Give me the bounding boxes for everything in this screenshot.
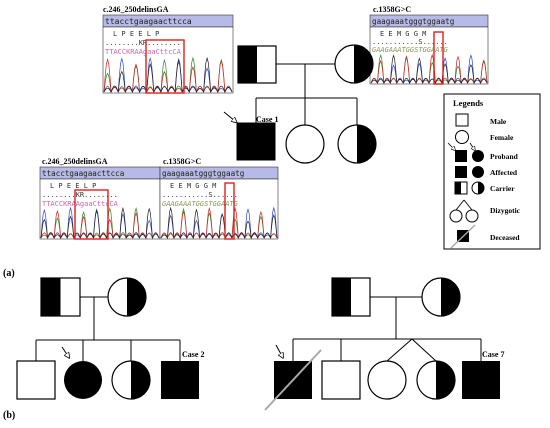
- consensus-dots: ........KR........: [105, 39, 181, 47]
- son-unaffected: [16, 360, 56, 400]
- trace-line: [40, 206, 160, 240]
- sibling-female-carrier: [337, 124, 377, 164]
- legend-male-icon: [455, 113, 469, 127]
- amino-acids: L P E E L P: [113, 30, 159, 38]
- consensus-dots: ...........S......: [372, 38, 448, 46]
- reference-sequence: gaagaaatgggtggaatg: [372, 17, 454, 26]
- legend-item-carrier: Carrier: [490, 184, 515, 193]
- panel-label-a: (a): [3, 268, 15, 279]
- mother-carrier: [334, 44, 374, 84]
- chromatogram-top-right: c.1358G>C gaagaaatgggtggaatg E E M G G M…: [369, 5, 489, 85]
- trace-peaks: [103, 56, 233, 94]
- proband-son-deceased: [264, 344, 322, 411]
- case-label: Case 1: [256, 115, 278, 124]
- proband-daughter-affected: [61, 346, 102, 399]
- mutation-highlight-box: [145, 39, 185, 94]
- mutation-highlight-box: [433, 31, 444, 85]
- father-carrier: [40, 277, 81, 317]
- dizygotic-twin-female-carrier: [416, 360, 456, 400]
- trace-peaks: [160, 206, 278, 240]
- proband-arrow-icon: [223, 111, 235, 121]
- legend-box: Legends Male Female Proband Affected Car…: [443, 93, 541, 250]
- dizygotic-twin-female-unaffected: [367, 360, 407, 400]
- pedigree-family-case1: Case 1: [223, 44, 377, 164]
- legend-proband-icon: [447, 142, 484, 162]
- amino-acids: E E M G G M: [170, 182, 216, 190]
- legend-affected-icon: [455, 166, 484, 178]
- legend-female-icon: [455, 130, 469, 144]
- consensus-dots: ........KR........: [42, 191, 118, 199]
- legend-item-affected: Affected: [490, 168, 518, 177]
- proband-arrow-icon: [61, 346, 68, 356]
- legend-item-female: Female: [490, 133, 514, 142]
- consensus-dots: ...........S......: [162, 191, 238, 199]
- base-calls: GAAGAAATGGSTGGAATG: [372, 46, 449, 54]
- legend-item-proband: Proband: [490, 152, 519, 161]
- trace-line: [160, 206, 278, 240]
- trace-peaks: [40, 206, 160, 240]
- legend-item-dizygotic: Dizygotic: [490, 206, 521, 215]
- base-calls: TTACCKRAAgaaCttcCA: [42, 200, 119, 208]
- amino-acids: E E M G G M: [380, 30, 426, 38]
- reference-sequence: ttacctgaagaacttcca: [42, 169, 124, 178]
- son-affected-case2: [161, 361, 199, 399]
- chromatogram-title: c.1358G>C: [163, 157, 201, 166]
- legend-title: Legends: [453, 98, 484, 108]
- legend-dizygotic-icon: [449, 199, 479, 223]
- panel-label-b: (b): [3, 410, 15, 421]
- proband-arrow-icon: [275, 344, 282, 356]
- mother-carrier: [421, 277, 461, 317]
- chromatogram-bottom-middle: c.1358G>C gaagaaatgggtggaatg E E M G G M…: [159, 157, 279, 240]
- mutation-highlight-box: [74, 189, 109, 240]
- base-calls: GAAGAAATGGSTGGAATG: [162, 200, 239, 208]
- pedigree-family-case7: Case 7: [264, 277, 504, 411]
- chromatogram-title: c.246_250delinsGA: [42, 157, 108, 166]
- legend-item-deceased: Deceased: [490, 233, 520, 242]
- reference-sequence: ttacctgaagaacttcca: [105, 17, 192, 26]
- mutation-highlight-box: [224, 182, 235, 240]
- trace-peaks: [370, 53, 488, 85]
- proband-case1-affected: [223, 111, 276, 161]
- mother-carrier: [107, 277, 147, 317]
- legend-deceased-icon: [450, 224, 476, 249]
- daughter-carrier: [111, 360, 151, 400]
- reference-sequence: gaagaaatgggtggaatg: [162, 169, 244, 178]
- legend-item-male: Male: [490, 117, 507, 126]
- legend-carrier-icon: [454, 181, 485, 195]
- trace-line: [370, 54, 488, 85]
- chromatogram-title: c.246_250delinsGA: [103, 5, 169, 14]
- chromatogram-top-left: c.246_250delinsGA ttacctgaagaacttcca L P…: [102, 5, 234, 94]
- amino-acids: L P E E L P: [50, 182, 96, 190]
- son-affected-case7: [462, 361, 500, 399]
- pedigree-family-case2: Case 2: [16, 277, 204, 400]
- sibling-female-unaffected: [285, 124, 325, 164]
- son-unaffected: [321, 360, 361, 400]
- chromatogram-bottom-left: c.246_250delinsGA ttacctgaagaacttcca L P…: [39, 157, 161, 240]
- base-calls: TTACCKRAAgaaCttcCA: [105, 48, 182, 56]
- case-label: Case 2: [182, 350, 204, 359]
- trace-line: [103, 56, 233, 94]
- father-carrier: [331, 277, 371, 317]
- father-carrier: [237, 45, 277, 84]
- case-label: Case 7: [482, 350, 504, 359]
- chromatogram-title: c.1358G>C: [373, 5, 411, 14]
